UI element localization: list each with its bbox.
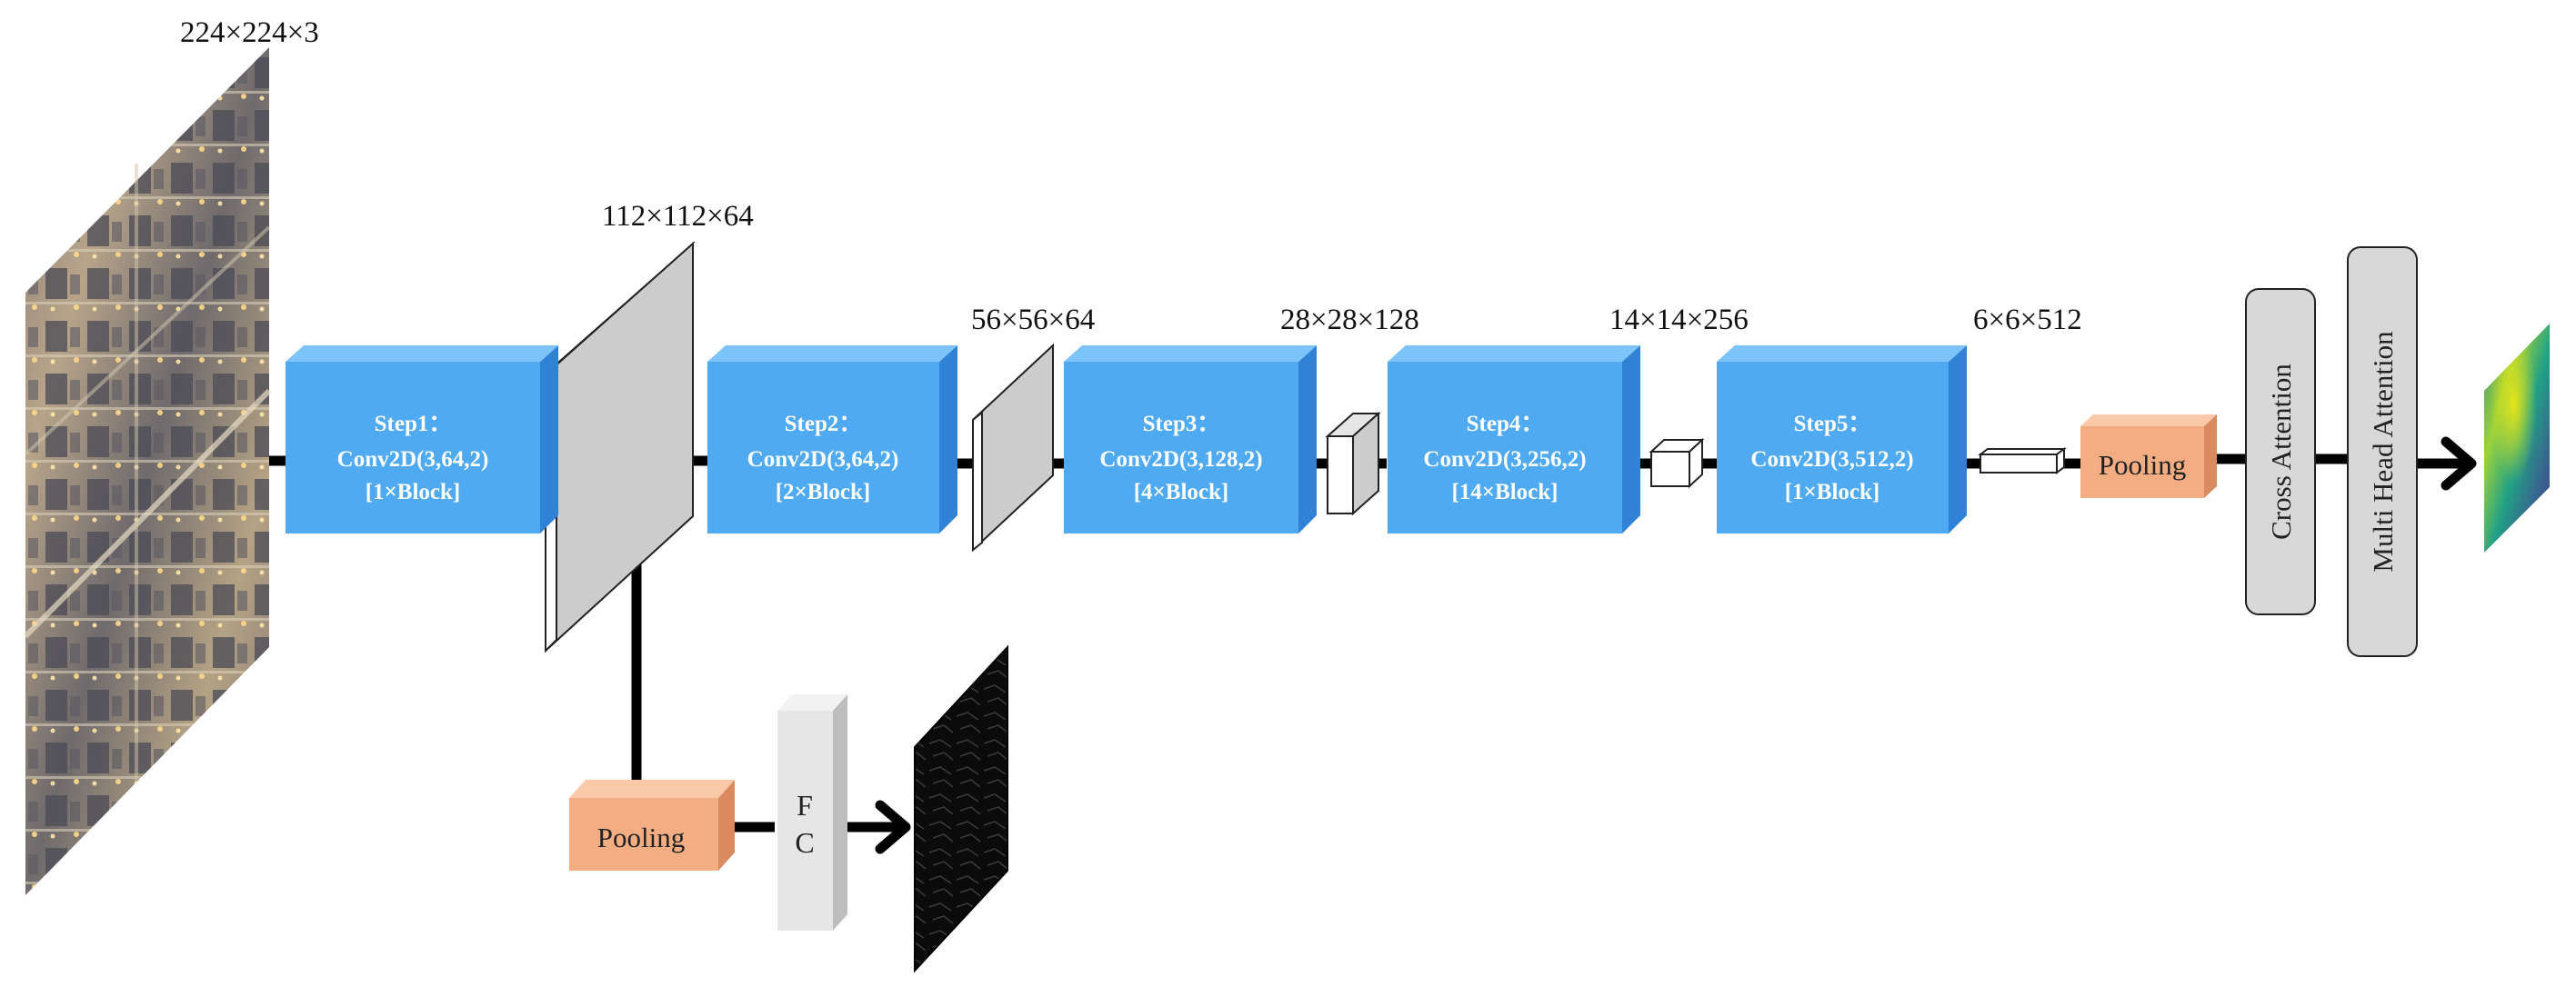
edge-map-output-image <box>914 644 1008 973</box>
step4-op: Conv2D(3,256,2) <box>1423 447 1586 472</box>
multi-head-attention-box: Multi Head Attention <box>2347 246 2418 657</box>
head-pooling-label: Pooling <box>2099 449 2186 481</box>
step3-blocks: [4×Block] <box>1134 480 1229 504</box>
step1-block: Step1： Conv2D(3,64,2) [1×Block] <box>286 345 558 533</box>
step4-blocks: [14×Block] <box>1451 480 1558 504</box>
step5-blocks: [1×Block] <box>1785 480 1880 504</box>
step2-blocks: [2×Block] <box>776 480 871 504</box>
branch-pooling-label: Pooling <box>597 822 685 853</box>
output-arrow-head <box>2441 436 2477 491</box>
fc-label-line2: C <box>795 826 814 859</box>
step5-feature-map <box>1978 447 2067 474</box>
step5-out-dims: 6×6×512 <box>1973 304 2082 336</box>
step2-feature-map <box>972 343 1054 553</box>
stem-dims-label: 112×112×64 <box>602 200 754 233</box>
step5-block: Step5： Conv2D(3,512,2) [1×Block] <box>1717 345 1967 533</box>
step2-title: Step2： <box>785 412 862 436</box>
head-pooling-block: Pooling <box>2080 414 2217 498</box>
cross-attention-box: Cross Attention <box>2245 288 2316 615</box>
step3-op: Conv2D(3,128,2) <box>1099 447 1262 472</box>
step3-block: Step3： Conv2D(3,128,2) [4×Block] <box>1064 345 1317 533</box>
step4-feature-map <box>1649 437 1705 489</box>
input-dims-label: 224×224×3 <box>180 16 319 49</box>
step5-title: Step5： <box>1794 412 1871 436</box>
stem-feature-map <box>545 241 696 653</box>
step4-out-dims: 14×14×256 <box>1609 304 1749 336</box>
branch-pooling-block: Pooling <box>569 780 735 871</box>
output-heatmap-image <box>2484 324 2550 553</box>
step3-feature-map <box>1325 411 1381 516</box>
branch-arrow-head <box>875 800 911 854</box>
step4-title: Step4： <box>1467 412 1544 436</box>
fc-block: F C <box>777 694 847 931</box>
step4-block: Step4： Conv2D(3,256,2) [14×Block] <box>1388 345 1640 533</box>
cross-attention-label: Cross Attention <box>2265 364 2297 540</box>
step1-title: Step1： <box>375 412 452 436</box>
step5-op: Conv2D(3,512,2) <box>1750 447 1913 472</box>
step1-blocks: [1×Block] <box>366 480 461 504</box>
fc-label-line1: F <box>797 789 813 822</box>
step3-out-dims: 28×28×128 <box>1280 304 1419 336</box>
step3-title: Step3： <box>1143 412 1220 436</box>
input-image <box>23 47 272 895</box>
step2-op: Conv2D(3,64,2) <box>747 447 899 472</box>
multi-head-attention-label: Multi Head Attention <box>2367 331 2399 573</box>
step2-block: Step2： Conv2D(3,64,2) [2×Block] <box>707 345 957 533</box>
step2-out-dims: 56×56×64 <box>971 304 1095 336</box>
step1-op: Conv2D(3,64,2) <box>337 447 489 472</box>
